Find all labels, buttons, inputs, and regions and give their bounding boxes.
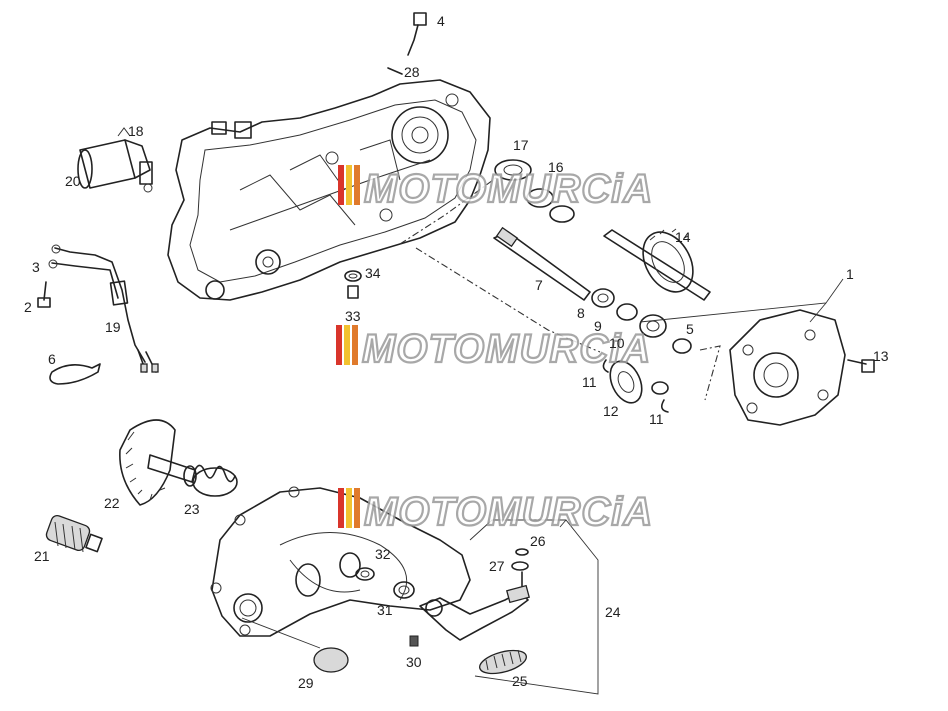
callout-24: 24 — [605, 604, 621, 620]
small-parts — [313, 270, 419, 673]
watermark-text: MOTOMURCiA — [362, 327, 651, 371]
watermark-stripe — [354, 165, 360, 205]
callout-10: 10 — [609, 335, 625, 351]
callout-16: 16 — [548, 159, 564, 175]
crankcase — [167, 79, 491, 301]
callout-4: 4 — [437, 13, 445, 29]
side-cover — [210, 486, 471, 637]
leader-lines — [241, 278, 844, 695]
callout-11b: 11 — [649, 411, 664, 427]
callout-8: 8 — [577, 305, 585, 321]
watermark-text: MOTOMURCiA — [364, 490, 653, 534]
watermark-stripe — [336, 325, 342, 365]
callout-23: 23 — [184, 501, 200, 517]
watermark-stripe — [346, 165, 352, 205]
callout-25: 25 — [512, 673, 528, 689]
watermark-middle: MOTOMURCiA — [336, 325, 651, 372]
watermark-stripe — [338, 488, 344, 528]
callout-13: 13 — [873, 348, 889, 364]
callout-18: 18 — [128, 123, 144, 139]
sensor-wire — [387, 12, 427, 75]
callout-11: 11 — [582, 374, 597, 390]
watermark-stripe — [344, 325, 350, 365]
watermark-top: MOTOMURCiA — [338, 165, 653, 212]
callout-19: 19 — [105, 319, 121, 335]
callout-12: 12 — [603, 403, 619, 419]
kickstart-spring — [192, 464, 238, 497]
watermark-text: MOTOMURCiA — [364, 167, 653, 211]
kickstart-gear — [119, 419, 197, 506]
callout-30: 30 — [406, 654, 422, 670]
callout-labels: 1 2 3 4 5 6 7 8 9 10 11 11 12 13 14 16 1… — [24, 13, 889, 691]
callout-27: 27 — [489, 558, 505, 574]
lever-spring — [479, 649, 527, 675]
callout-6: 6 — [48, 351, 56, 367]
callout-26: 26 — [530, 533, 546, 549]
watermark-stripe — [338, 165, 344, 205]
watermark-stripe — [346, 488, 352, 528]
callout-14: 14 — [675, 229, 691, 245]
gearbox-cover — [729, 309, 875, 426]
watermark-stripe — [354, 488, 360, 528]
callout-22: 22 — [104, 495, 120, 511]
callout-34: 34 — [365, 265, 381, 281]
callout-33: 33 — [345, 308, 361, 324]
kickstart-lever — [419, 548, 531, 641]
callout-20: 20 — [65, 173, 81, 189]
starter-pinion — [45, 514, 103, 553]
watermark-stripe — [352, 325, 358, 365]
callout-7: 7 — [535, 277, 543, 293]
gearbox-parts — [399, 159, 721, 413]
callout-31: 31 — [377, 602, 393, 618]
starter-motor — [77, 127, 153, 193]
watermark-bottom: MOTOMURCiA — [338, 488, 653, 535]
callout-28: 28 — [404, 64, 420, 80]
callout-3: 3 — [32, 259, 40, 275]
callout-17: 17 — [513, 137, 529, 153]
callout-5: 5 — [686, 321, 694, 337]
callout-1: 1 — [846, 266, 854, 282]
callout-32: 32 — [375, 546, 391, 562]
callout-9: 9 — [594, 318, 602, 334]
clip — [49, 363, 101, 385]
wiring-harness — [37, 244, 159, 373]
callout-21: 21 — [34, 548, 50, 564]
callout-29: 29 — [298, 675, 314, 691]
callout-2: 2 — [24, 299, 32, 315]
